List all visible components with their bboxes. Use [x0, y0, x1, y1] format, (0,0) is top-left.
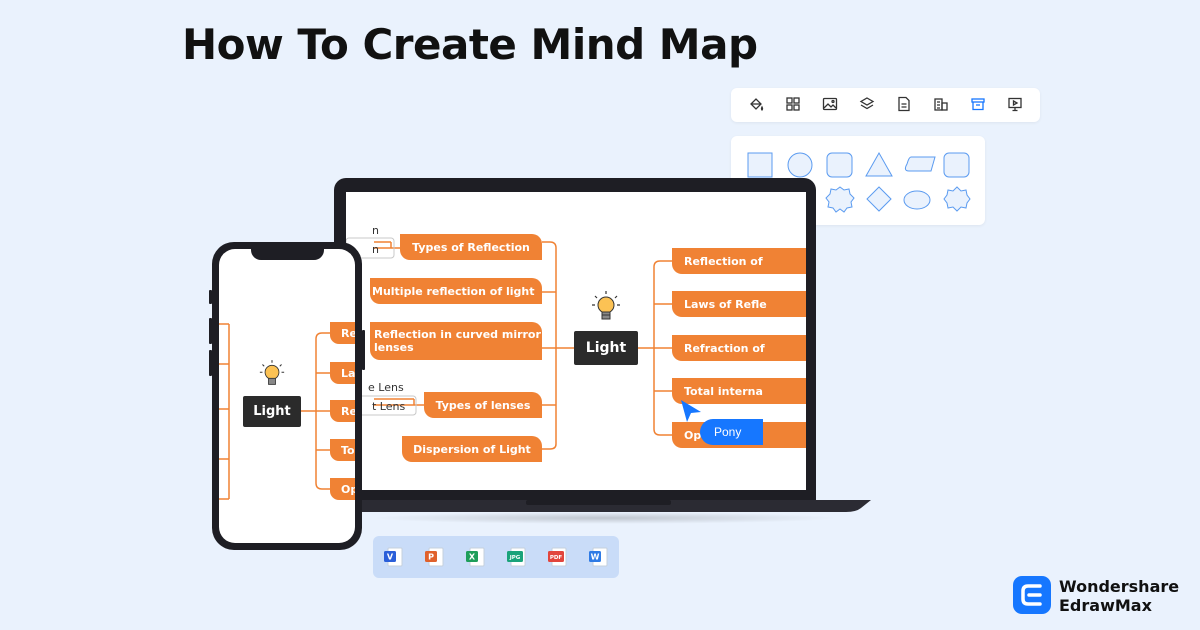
brand-line1: Wondershare — [1059, 577, 1180, 596]
phone-node-3[interactable]: Re — [330, 400, 355, 422]
excel-file-icon[interactable]: X — [465, 546, 486, 568]
laptop-node-curved-mirror[interactable]: Reflection in curved mirror lenses — [370, 322, 542, 360]
pdf-file-icon[interactable]: PDF — [547, 546, 568, 568]
laptop-left-plain-2: n — [372, 243, 379, 256]
laptop-node-total-internal[interactable]: Total interna — [672, 378, 806, 404]
export-formats-bar: V P X JPG PDF W — [373, 536, 619, 578]
diamond-shape[interactable] — [866, 186, 892, 212]
svg-text:PDF: PDF — [550, 555, 563, 561]
laptop-screen: n n e Lens t Lens Types of Reflection Mu… — [346, 192, 806, 490]
laptop-node-types-of-lenses[interactable]: Types of lenses — [424, 392, 542, 418]
phone-node-2[interactable]: La — [330, 362, 355, 384]
laptop-left-plain-3: e Lens — [368, 381, 404, 394]
presentation-icon[interactable] — [1007, 96, 1023, 112]
phone-lightbulb-icon — [259, 360, 285, 385]
phone-node-1[interactable]: Re — [330, 322, 355, 344]
layers-icon[interactable] — [859, 96, 875, 112]
ellipse-shape[interactable] — [903, 190, 931, 210]
badge-star-shape[interactable] — [943, 186, 971, 212]
phone-center-node[interactable]: Light — [243, 396, 301, 427]
page-title: How To Create Mind Map — [182, 20, 758, 69]
paint-bucket-icon[interactable] — [748, 96, 764, 112]
rounded-rectangle-shape[interactable] — [943, 152, 970, 178]
laptop-node-types-of-reflection[interactable]: Types of Reflection — [400, 234, 542, 260]
square-shape[interactable] — [747, 152, 773, 178]
phone-notch — [251, 246, 324, 260]
phone-volume-up-button — [209, 318, 212, 344]
phone-node-4[interactable]: To — [330, 439, 355, 461]
powerpoint-file-icon[interactable]: P — [424, 546, 445, 568]
svg-text:W: W — [591, 553, 600, 562]
brand-name: Wondershare EdrawMax — [1059, 577, 1179, 615]
visio-file-icon[interactable]: V — [383, 546, 404, 568]
badge-octagon-shape[interactable] — [825, 186, 855, 213]
circle-shape[interactable] — [787, 152, 813, 178]
rounded-square-shape[interactable] — [826, 152, 853, 178]
phone-screen: Light Re La Re To Op — [219, 249, 355, 543]
format-toolbar — [731, 88, 1040, 122]
cursor-arrow-icon — [681, 400, 701, 422]
svg-text:V: V — [387, 553, 394, 562]
phone-power-button — [362, 330, 365, 370]
collaborator-cursor-label: Pony — [700, 419, 763, 445]
brand-line2: EdrawMax — [1059, 596, 1152, 615]
edrawmax-logo-icon — [1013, 576, 1051, 614]
archive-icon[interactable] — [970, 96, 986, 112]
phone-connectors — [219, 323, 330, 500]
laptop-node-curved-mirror-line1: Reflection in curved mirror — [374, 328, 541, 341]
data-shape[interactable] — [904, 156, 936, 172]
phone-node-5[interactable]: Op — [330, 478, 355, 500]
jpg-file-icon[interactable]: JPG — [506, 546, 527, 568]
triangle-shape[interactable] — [865, 151, 893, 177]
laptop-left-plain-1: n — [372, 224, 379, 237]
laptop-shadow — [370, 512, 840, 524]
svg-text:P: P — [428, 553, 434, 562]
laptop-node-multiple-reflection[interactable]: Multiple reflection of light — [370, 278, 542, 304]
phone-volume-down-button — [209, 350, 212, 376]
svg-text:JPG: JPG — [509, 555, 521, 561]
laptop-base — [326, 500, 871, 512]
laptop-node-refraction-of[interactable]: Refraction of — [672, 335, 806, 361]
laptop-lightbulb-icon — [592, 291, 620, 320]
word-file-icon[interactable]: W — [588, 546, 609, 568]
phone-side-button — [209, 290, 212, 304]
laptop-node-curved-mirror-line2: lenses — [374, 341, 414, 354]
laptop-node-dispersion[interactable]: Dispersion of Light — [402, 436, 542, 462]
svg-text:X: X — [469, 553, 476, 562]
laptop-left-plain-4: t Lens — [372, 400, 406, 413]
laptop-center-node[interactable]: Light — [574, 331, 638, 365]
image-icon[interactable] — [822, 96, 838, 112]
page-icon[interactable] — [896, 96, 912, 112]
laptop-node-laws-of-reflection[interactable]: Laws of Refle — [672, 291, 806, 317]
laptop-node-multiple-reflection-label: Multiple reflection of light — [372, 284, 535, 298]
building-icon[interactable] — [933, 96, 949, 112]
laptop-connectors — [346, 237, 672, 450]
grid-icon[interactable] — [785, 96, 801, 112]
laptop-node-reflection-of[interactable]: Reflection of — [672, 248, 806, 274]
